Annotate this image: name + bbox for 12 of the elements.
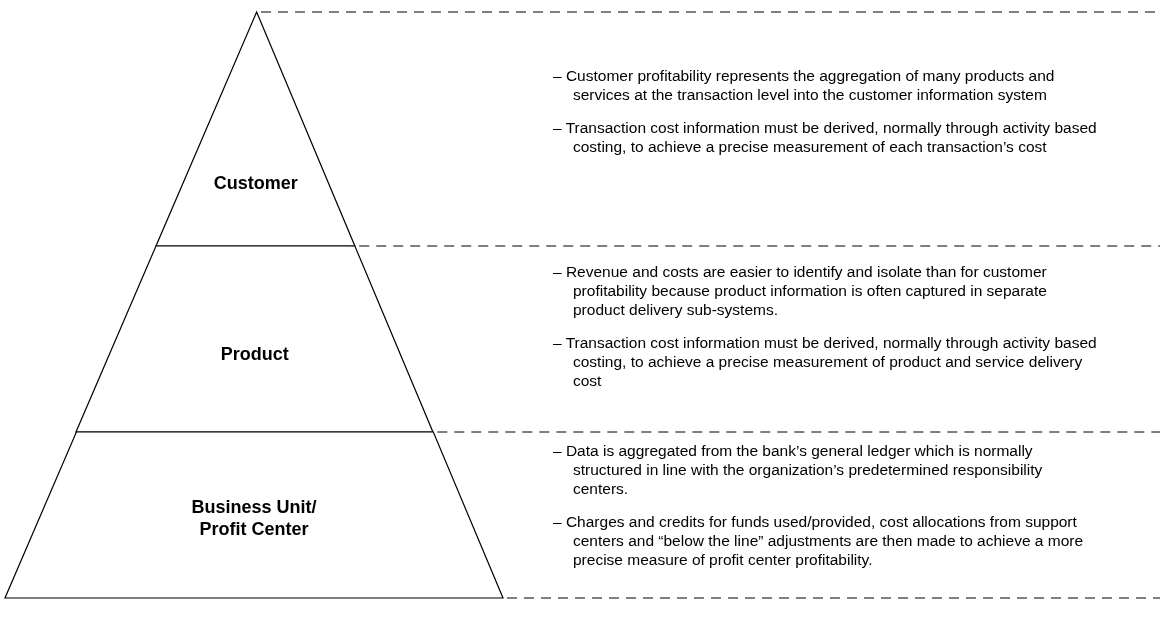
bullet-text: – Data is aggregated from the bank’s general ledger which is normally structured in line with the organization’s predetermined responsibility centers.: [553, 441, 1044, 498]
pyramid-tier: [76, 246, 434, 432]
tier-label: Customer: [212, 172, 299, 194]
bullet-text: – Transaction cost information must be derived, normally through activity based costing, to achieve a precise measurement of product and service delivery cost: [553, 333, 1098, 390]
tier-label: Business Unit/ Profit Center: [190, 496, 318, 540]
pyramid-top-tier: [156, 12, 356, 246]
bullet-text: – Customer profitability represents the aggregation of many products and services at the transaction level into the customer information system: [553, 66, 1056, 104]
bullet-text: – Charges and credits for funds used/provided, cost allocations from support centers and “below the line” adjustments are then made to achieve a more precise measure of profit center profitability.: [553, 512, 1085, 569]
tier-label: Product: [219, 343, 290, 365]
bullet-text: – Transaction cost information must be derived, normally through activity based costing, to achieve a precise measurement of each transaction’s cost: [553, 118, 1098, 156]
bullet-text: – Revenue and costs are easier to identify and isolate than for customer profitability because product information is often captured in separate product delivery sub-systems.: [553, 262, 1048, 319]
pyramid-tier: [5, 432, 503, 598]
